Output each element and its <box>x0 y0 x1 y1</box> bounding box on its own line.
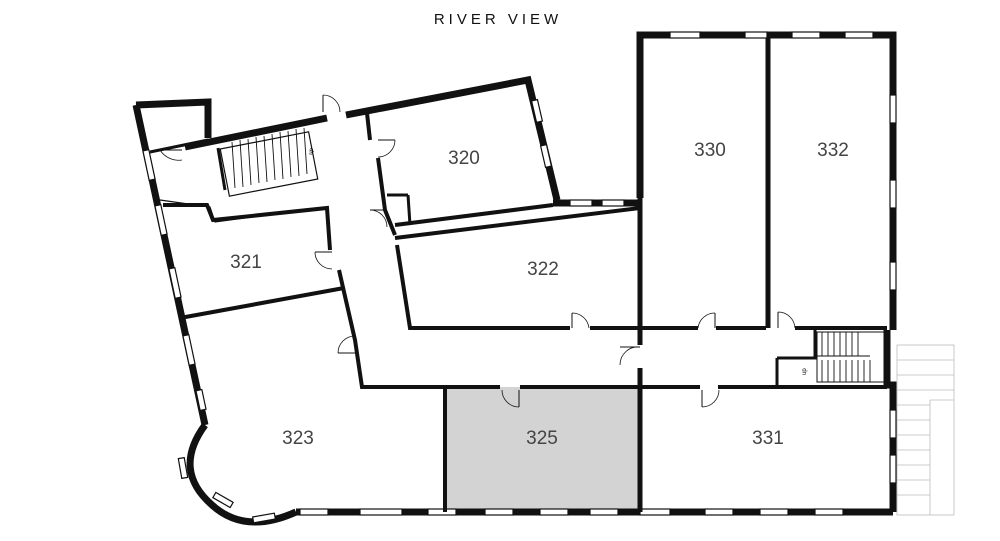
room-label-320[interactable]: 320 <box>448 148 480 169</box>
room-325-highlight[interactable] <box>445 387 638 509</box>
doors <box>159 94 796 408</box>
room-label-323[interactable]: 323 <box>282 428 314 449</box>
river-view-caption: RIVER VIEW <box>434 11 562 28</box>
stairs-right: up <box>802 331 886 383</box>
stair-up-label-lower: up <box>802 368 808 375</box>
exterior-stairs <box>896 344 955 516</box>
room-label-330[interactable]: 330 <box>694 140 726 161</box>
room-label-322[interactable]: 322 <box>527 259 559 280</box>
room-label-331[interactable]: 331 <box>752 428 784 449</box>
room-label-332[interactable]: 332 <box>817 140 849 161</box>
stair-up-label-upper: up <box>308 147 315 155</box>
room-label-321[interactable]: 321 <box>230 252 262 273</box>
windows <box>142 31 897 524</box>
stairs-upper-left: up <box>219 127 319 197</box>
interior-walls <box>149 38 887 512</box>
room-label-325[interactable]: 325 <box>526 428 558 449</box>
